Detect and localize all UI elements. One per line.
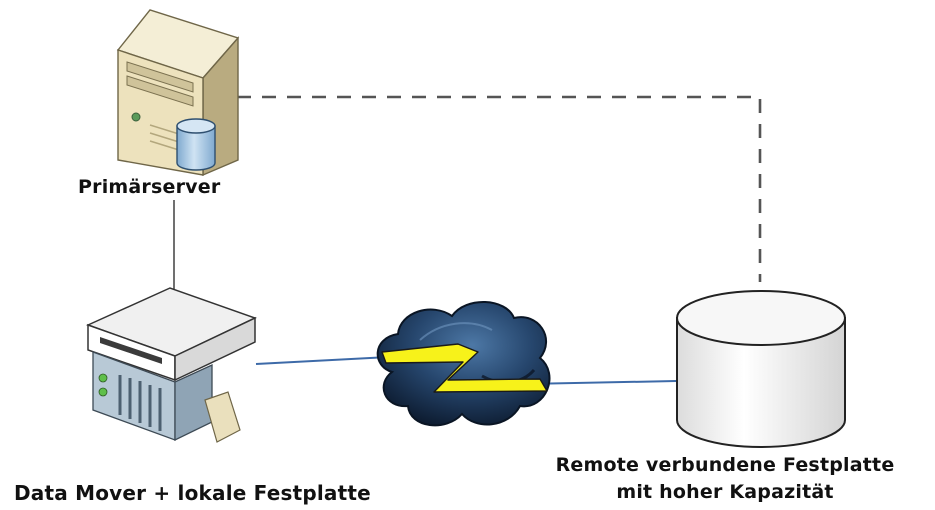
- database-cylinder-icon: [176, 118, 216, 171]
- server-to-remote-dashed-line: [237, 95, 762, 282]
- remote-disk-label-line1: Remote verbundene Festplatte: [555, 454, 895, 476]
- storage-disk-icon: [676, 290, 846, 448]
- remote-disk-label: Remote verbundene Festplatte mit hoher K…: [520, 452, 930, 506]
- lightning-bolt-icon: [381, 343, 548, 393]
- remote-disk-label-line2: mit hoher Kapazität: [616, 481, 834, 503]
- wan-line-right: [524, 380, 677, 385]
- data-mover-label: Data Mover + lokale Festplatte: [14, 481, 371, 505]
- primary-server-label: Primärserver: [78, 176, 221, 198]
- rack-server-icon: [85, 287, 257, 443]
